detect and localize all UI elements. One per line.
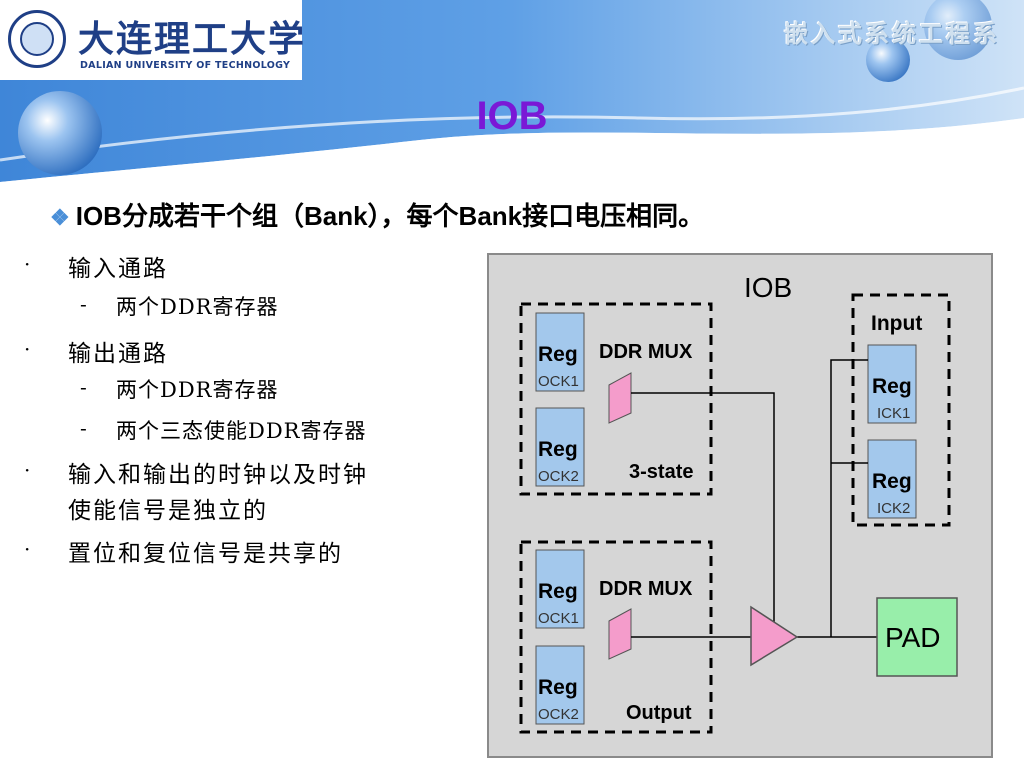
ddr-mux-shape bbox=[608, 608, 632, 660]
course-title: 嵌入式系统工程系 bbox=[784, 19, 1000, 48]
list-marker: - bbox=[80, 375, 87, 399]
reg-block bbox=[535, 645, 585, 725]
diamond-bullet-icon: ❖ bbox=[50, 205, 70, 230]
input-group-box bbox=[851, 293, 951, 527]
iob-diagram: IOB Reg OCK1 Reg OCK2 DDR MUX 3-state Re… bbox=[487, 253, 993, 758]
reg-block bbox=[535, 549, 585, 629]
reg-label: Reg bbox=[872, 470, 912, 493]
list-item: 使能信号是独立的 bbox=[68, 498, 268, 524]
reg-clock-label: OCK2 bbox=[538, 706, 579, 723]
list-item: 输入通路 bbox=[68, 256, 168, 282]
header-background bbox=[0, 0, 1024, 200]
output-group-box bbox=[519, 540, 713, 734]
reg-clock-label: ICK1 bbox=[877, 405, 910, 422]
main-point-text: IOB分成若干个组（Bank），每个Bank接口电压相同。 bbox=[75, 201, 705, 231]
logo-area: 大连理工大学 DALIAN UNIVERSITY OF TECHNOLOGY bbox=[0, 0, 304, 80]
reg-block bbox=[867, 439, 917, 519]
university-name-en: DALIAN UNIVERSITY OF TECHNOLOGY bbox=[80, 60, 291, 71]
list-item: 输出通路 bbox=[68, 341, 168, 367]
university-seal-icon bbox=[8, 10, 66, 68]
reg-clock-label: OCK2 bbox=[538, 468, 579, 485]
list-item: 输入和输出的时钟以及时钟 bbox=[68, 462, 368, 488]
mux-label: DDR MUX bbox=[599, 341, 693, 363]
list-marker: · bbox=[24, 337, 31, 361]
pad-label: PAD bbox=[885, 622, 941, 653]
pad-block bbox=[876, 597, 958, 677]
output-buffer-shape bbox=[750, 605, 799, 667]
signal-wires bbox=[631, 359, 877, 638]
group-label: Output bbox=[626, 702, 692, 724]
list-item: 两个三态使能DDR寄存器 bbox=[116, 419, 367, 443]
list-marker: · bbox=[24, 458, 31, 482]
list-item: 置位和复位信号是共享的 bbox=[68, 541, 343, 567]
list-marker: · bbox=[24, 252, 31, 276]
group-label: Input bbox=[871, 312, 922, 335]
reg-block bbox=[867, 344, 917, 424]
reg-clock-label: ICK2 bbox=[877, 500, 910, 517]
university-name-cn: 大连理工大学 bbox=[78, 18, 307, 60]
list-marker: - bbox=[80, 292, 87, 316]
reg-label: Reg bbox=[538, 343, 578, 366]
reg-clock-label: OCK1 bbox=[538, 373, 579, 390]
reg-label: Reg bbox=[538, 438, 578, 461]
group-label: 3-state bbox=[629, 461, 693, 483]
diagram-title: IOB bbox=[744, 272, 792, 303]
list-item: 两个DDR寄存器 bbox=[116, 378, 279, 402]
tristate-group-box bbox=[519, 302, 713, 496]
reg-clock-label: OCK1 bbox=[538, 610, 579, 627]
mux-label: DDR MUX bbox=[599, 578, 693, 600]
ddr-mux-shape bbox=[608, 372, 632, 424]
reg-label: Reg bbox=[872, 375, 912, 398]
slide-title: IOB bbox=[476, 94, 548, 138]
reg-block bbox=[535, 407, 585, 487]
reg-block bbox=[535, 312, 585, 392]
list-item: 两个DDR寄存器 bbox=[116, 295, 279, 319]
list-marker: · bbox=[24, 537, 31, 561]
reg-label: Reg bbox=[538, 580, 578, 603]
reg-label: Reg bbox=[538, 676, 578, 699]
list-marker: - bbox=[80, 416, 87, 440]
main-point: ❖IOB分成若干个组（Bank），每个Bank接口电压相同。 bbox=[50, 196, 704, 233]
